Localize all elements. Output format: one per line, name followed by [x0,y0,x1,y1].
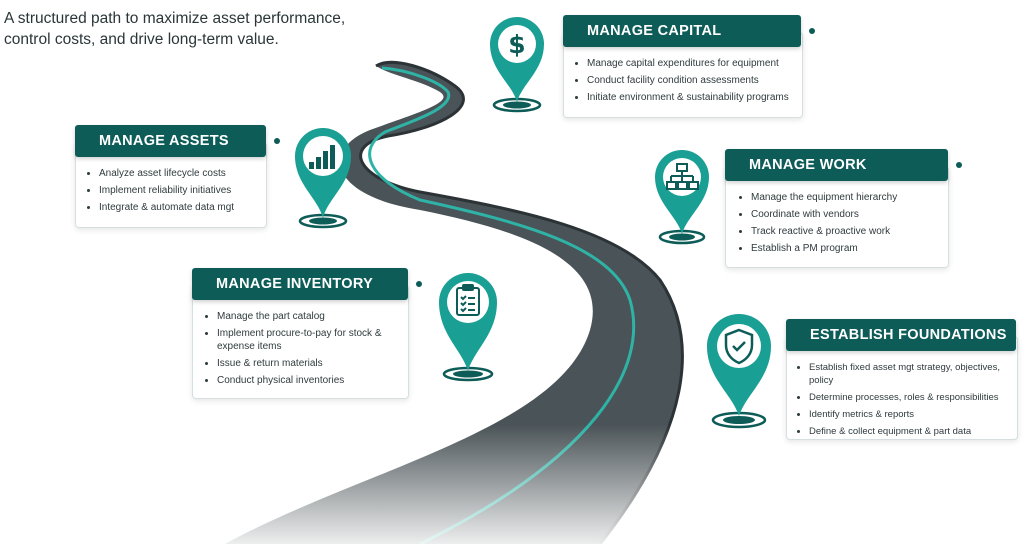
list-item: Determine processes, roles & responsibil… [797,391,1015,404]
stage-title-manage-inventory: MANAGE INVENTORY [192,268,422,300]
stage-title-manage-capital: MANAGE CAPITAL [563,15,815,47]
list-item: Manage the equipment hierarchy [739,191,944,204]
list-item: Issue & return materials [205,357,403,370]
bar-chart-icon [309,145,335,169]
list-item: Manage the part catalog [205,310,403,323]
hierarchy-icon [666,163,699,190]
list-item: Initiate environment & sustainability pr… [575,91,797,104]
card-manage-work: Manage the equipment hierarchy Coordinat… [725,166,949,268]
card-establish-foundations: Establish fixed asset mgt strategy, obje… [786,336,1018,440]
list-item: Coordinate with vendors [739,208,944,221]
list-item: Track reactive & proactive work [739,225,944,238]
pin-bar-chart [295,128,351,229]
pin-hierarchy [655,150,709,245]
list-item: Identify metrics & reports [797,408,1015,421]
list-item: Implement procure-to-pay for stock & exp… [205,327,403,353]
list-item: Establish a PM program [739,242,944,255]
list-item: Conduct physical inventories [205,374,403,387]
list-item: Define & collect equipment & part data [797,425,1015,438]
stage-title-manage-assets: MANAGE ASSETS [75,125,280,157]
card-manage-inventory: Manage the part catalog Implement procur… [192,285,409,399]
clipboard-icon [456,284,480,316]
stage-title-manage-work: MANAGE WORK [725,149,962,181]
list-item: Analyze asset lifecycle costs [87,167,262,180]
list-item: Conduct facility condition assessments [575,74,797,87]
list-item: Establish fixed asset mgt strategy, obje… [797,361,1015,387]
shield-check-icon [724,328,754,365]
dollar-icon: $ [508,30,525,59]
pin-clipboard [439,273,497,382]
list-item: Integrate & automate data mgt [87,201,262,214]
subtitle: A structured path to maximize asset perf… [4,10,346,48]
pin-shield [707,314,771,429]
list-item: Implement reliability initiatives [87,184,262,197]
stage-title-establish-foundations: ESTABLISH FOUNDATIONS [786,319,1016,351]
pin-dollar: $ [490,17,544,113]
list-item: Manage capital expenditures for equipmen… [575,57,797,70]
